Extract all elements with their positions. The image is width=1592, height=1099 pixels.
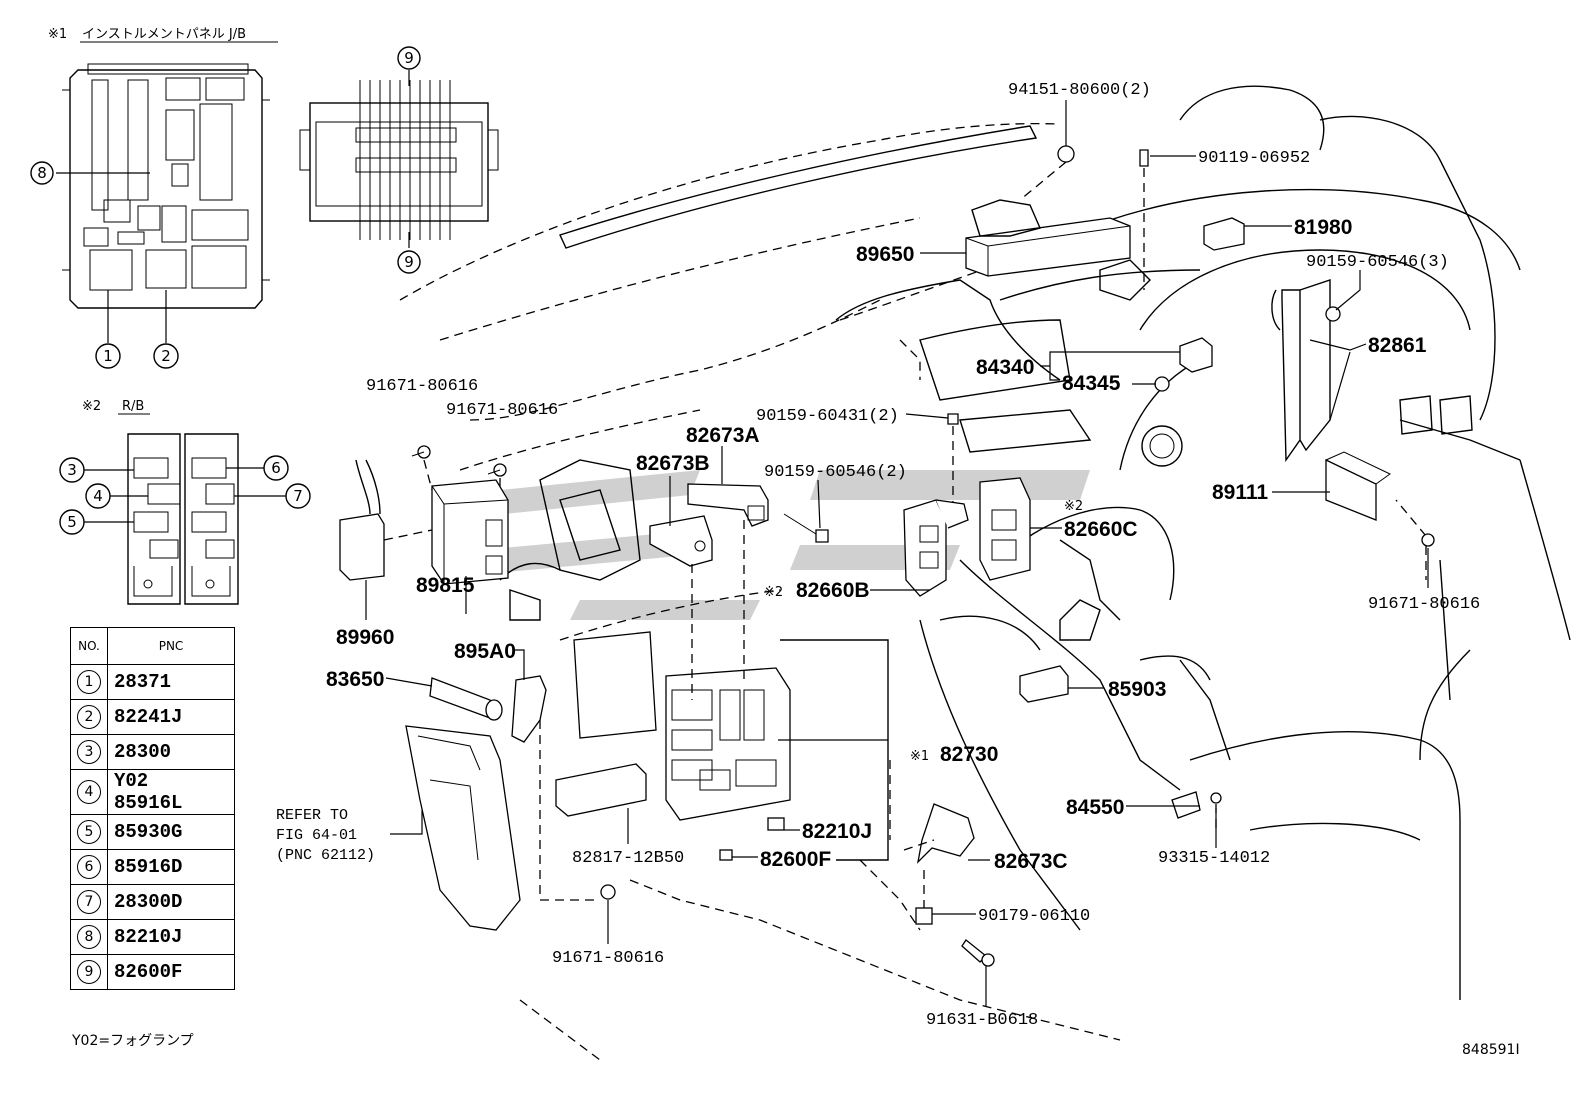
header-pnc: PNC [107,627,235,665]
label-94151-80600: 94151-80600(2) [1008,81,1151,100]
row-number: 4 [77,780,101,804]
row-pnc: 82241J [107,699,235,735]
label-82817-12B50: 82817-12B50 [572,849,684,868]
svg-text:9: 9 [404,253,414,271]
svg-text:※1: ※1 [48,27,67,42]
label-895A0: 895A0 [454,640,516,663]
refer-note: REFER TO FIG 64-01 (PNC 62112) [276,806,375,866]
table-row: 8 82210J [70,919,235,955]
label-89815: 89815 [416,574,475,597]
row-number: 2 [77,705,101,729]
row-pnc: 28371 [107,664,235,700]
label-91671-80616-b: 91671-80616 [446,401,558,420]
jb-callouts: 8 1 2 9 9 [30,46,421,369]
label-82660B: 82660B [796,579,870,602]
refer-line-3: (PNC 62112) [276,847,376,864]
relay-block-diagram [84,433,286,605]
row-number: 9 [77,960,101,984]
label-90159-60431-2: 90159-60431(2) [756,407,899,426]
label-82210J: 82210J [802,820,872,843]
label-90119-06952: 90119-06952 [1198,149,1310,168]
row-pnc: 28300 [107,734,235,770]
table-row: 3 28300 [70,734,235,770]
svg-text:インストルメントパネル J/B: インストルメントパネル J/B [82,27,246,42]
refer-line-1: REFER TO [276,807,349,824]
label-91671-80616-d: 91671-80616 [552,949,664,968]
table-row: 1 28371 [70,664,235,700]
row-pnc: Y02 85916L [107,769,235,815]
row-pnc: 85930G [107,814,235,850]
label-82660C: 82660C [1064,518,1138,541]
row-pnc: 82600F [107,954,235,990]
label-84550: 84550 [1066,796,1124,819]
table-row: 4 Y02 85916L [70,769,235,815]
row-number: 5 [77,820,101,844]
connector-block-diagram [299,70,499,248]
svg-text:3: 3 [67,461,77,479]
table-row: 6 85916D [70,849,235,885]
row-number: 7 [77,890,101,914]
row-number: 1 [77,670,101,694]
header-no: NO. [70,627,108,665]
table-row: 5 85930G [70,814,235,850]
row-number: 8 [77,925,101,949]
mark-x2-b: ※2 [764,585,783,600]
label-90179-06110: 90179-06110 [978,907,1090,926]
label-82730: 82730 [940,743,998,766]
part-drawings [339,145,1435,967]
svg-text:6: 6 [271,459,281,477]
rb-title: ※2 R/B [82,399,150,415]
table-header: NO. PNC [70,627,235,665]
label-81980: 81980 [1294,216,1352,239]
diagram-id: 848591I [1462,1042,1520,1058]
label-84340: 84340 [976,356,1034,379]
label-91671-80616-a: 91671-80616 [366,377,478,396]
label-82861: 82861 [1368,334,1427,357]
label-82600F: 82600F [760,848,831,871]
row-number: 6 [77,855,101,879]
jb-title: ※1 インストルメントパネル J/B [48,27,278,43]
label-89111: 89111 [1212,481,1268,504]
pnc-table: NO. PNC 1 28371 2 82241J 3 28300 4 Y02 8… [70,627,235,990]
svg-text:8: 8 [37,164,47,182]
row-pnc: 85916D [107,849,235,885]
table-row: 7 28300D [70,884,235,920]
instrument-panel-outline [399,85,1571,1061]
row-number: 3 [77,740,101,764]
mark-x2-a: ※2 [1064,499,1083,514]
table-row: 2 82241J [70,699,235,735]
label-82673B: 82673B [636,452,710,475]
svg-text:1: 1 [103,347,113,365]
row-pnc: 28300D [107,884,235,920]
label-89650: 89650 [856,243,914,266]
label-91631-B0618: 91631-B0618 [926,1011,1038,1030]
svg-text:4: 4 [93,487,103,505]
label-83650: 83650 [326,668,384,691]
table-row: 9 82600F [70,954,235,990]
label-82673C: 82673C [994,850,1068,873]
junction-block-diagram [56,63,270,343]
row-pnc: 82210J [107,919,235,955]
svg-text:※2: ※2 [82,399,101,414]
label-91671-80616-c: 91671-80616 [1368,595,1480,614]
mark-x1: ※1 [910,749,929,764]
label-84345: 84345 [1062,372,1121,395]
label-89960: 89960 [336,626,394,649]
svg-text:R/B: R/B [122,399,144,414]
label-85903: 85903 [1108,678,1166,701]
refer-line-2: FIG 64-01 [276,827,358,844]
footnote: Y02=フォグランプ [72,1033,194,1049]
label-82673A: 82673A [686,424,760,447]
svg-text:2: 2 [161,347,171,365]
svg-text:9: 9 [404,49,414,67]
part-labels: 94151-80600(2) 90119-06952 89650 81980 9… [326,81,1480,1030]
svg-text:7: 7 [293,487,303,505]
label-90159-60546-3: 90159-60546(3) [1306,253,1449,272]
leader-lines [365,100,1429,1006]
rb-callouts: 3 4 5 6 7 [59,455,311,535]
svg-text:5: 5 [67,513,77,531]
label-90159-60546-2: 90159-60546(2) [764,463,907,482]
label-93315-14012: 93315-14012 [1158,849,1270,868]
